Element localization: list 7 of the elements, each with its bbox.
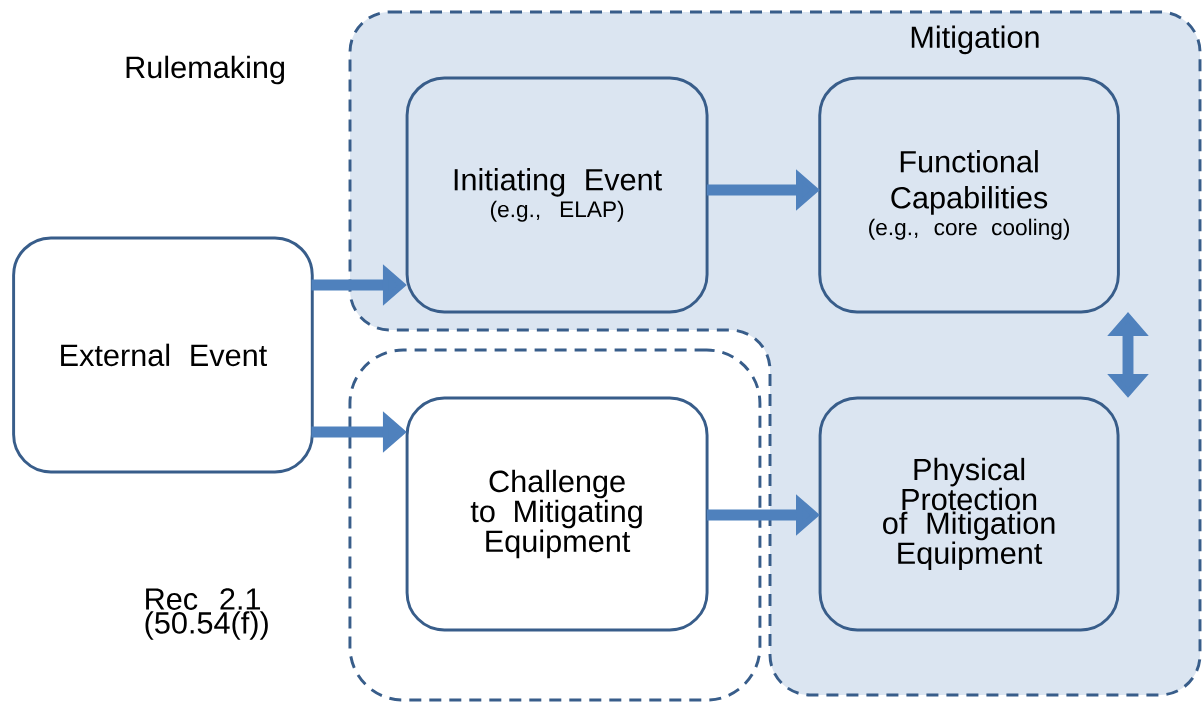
process-box: Initiating Event (e.g., ELAP)	[405, 76, 709, 314]
region-label: Rulemaking	[126, 55, 284, 85]
process-box: Functional Capabilities (e.g., core cooling)	[818, 76, 1120, 314]
process-box: External Event	[12, 236, 314, 474]
group-heading: Rec 2.1 (50.54(f))	[145, 588, 268, 640]
process-box: Physical Protection of Mitigation Equipment	[818, 396, 1120, 632]
process-box: Challenge to Mitigating Equipment	[405, 396, 709, 632]
